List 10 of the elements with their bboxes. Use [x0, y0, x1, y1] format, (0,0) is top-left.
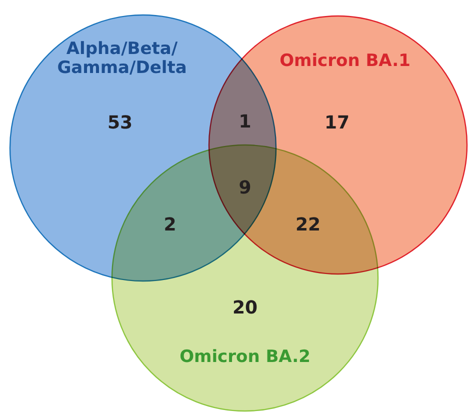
region-count: 9	[238, 178, 252, 198]
region-count: 17	[324, 112, 350, 134]
region-count: 2	[164, 214, 176, 236]
region-count: 20	[232, 298, 258, 318]
region-count: 1	[238, 112, 252, 132]
region-count: 22	[295, 214, 321, 236]
set-title: Omicron BA.1	[278, 52, 412, 71]
region-count: 53	[107, 112, 133, 134]
set-title: Omicron BA.2	[178, 348, 312, 367]
set-title: Alpha/Beta/ Gamma/Delta	[56, 40, 188, 78]
